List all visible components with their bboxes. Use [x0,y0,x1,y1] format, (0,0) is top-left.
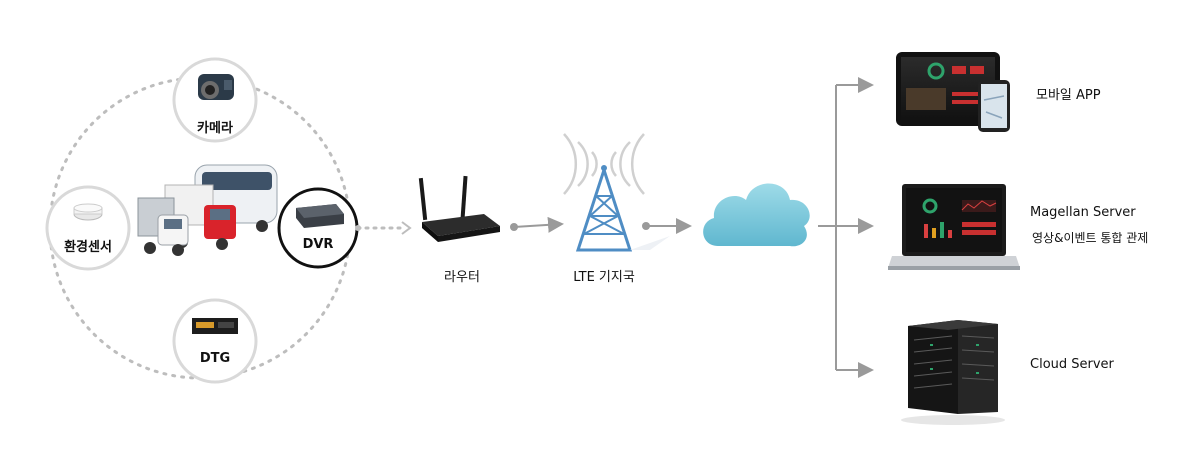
env-sensor-label: 환경센서 [64,240,112,255]
lte-tower-icon [563,133,670,252]
cloud-server-label: Cloud Server [1030,357,1114,372]
white-truck-icon [137,197,189,256]
server-rack-icon [901,320,1005,425]
env-sensor-node [45,185,131,271]
magellan-server-label: Magellan Server [1030,205,1136,220]
router-icon [418,175,500,242]
dtg-label: DTG [199,351,231,366]
dvr-device-icon [296,204,344,228]
router-label: 라우터 [444,270,480,285]
dvr-node [277,187,359,269]
camera-node [172,57,258,143]
dtg-node [172,298,258,384]
cloud-icon [703,183,810,247]
dtg-device-icon [192,318,238,334]
camera-icon [198,74,234,100]
lte-label: LTE 기지국 [573,270,635,285]
mobile-app-label: 모바일 APP [1036,88,1101,103]
router-tower-arrow [513,216,564,233]
dvr-label: DVR [302,237,334,252]
laptop-icon [888,184,1020,270]
mobile-app-device-icon [896,52,1010,132]
smoke-detector-icon [73,203,103,221]
magellan-server-sublabel: 영상&이벤트 통합 관제 [1032,231,1149,245]
output-branch-lines [818,77,874,378]
camera-label: 카메라 [197,121,233,136]
vehicles-illustration [137,164,278,256]
